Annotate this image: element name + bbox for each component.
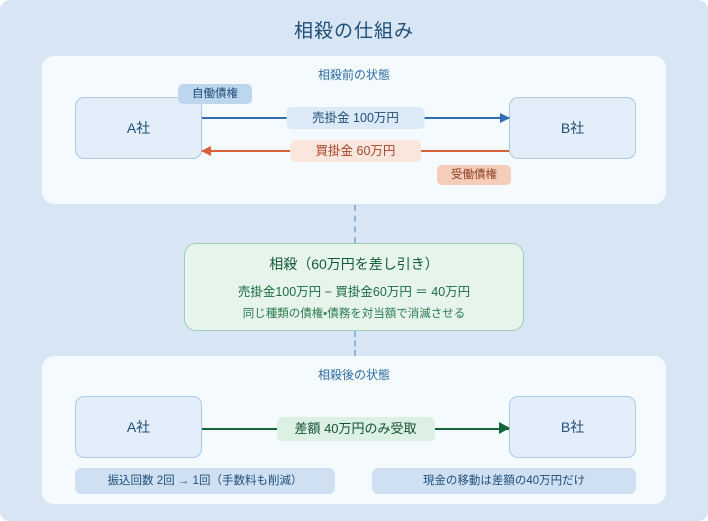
note-chip-cash: 現金の移動は差額の40万円だけ: [372, 468, 636, 494]
note-chip-transfers: 振込回数 2回 → 1回（手数料も削減）: [75, 468, 335, 494]
panel-before-heading: 相殺前の状態: [317, 68, 390, 82]
company-a-before-label: A社: [126, 120, 151, 136]
company-b-after-label: B社: [560, 419, 585, 435]
company-box-a-after: A社: [75, 396, 202, 458]
dashed-connector-bottom: [354, 331, 356, 356]
flow-net-settlement: 差額 40万円のみ受取: [202, 417, 510, 441]
arrow-left-icon-payable: [201, 146, 211, 156]
panel-after-offset: 相殺後の状態 A社 B社 差額 40万円のみ受取 振込回数 2回 → 1回（手数…: [42, 356, 666, 504]
flow-net-label: 差額 40万円のみ受取: [276, 417, 435, 441]
company-box-b-before: B社: [509, 97, 636, 159]
badge-active-claim: 自働債権: [178, 84, 252, 104]
flow-payable: 買掛金 60万円: [201, 140, 509, 162]
offset-formula: 売掛金100万円 − 買掛金60万円 ＝ 40万円: [237, 284, 471, 299]
company-box-a-before: A社: [75, 97, 202, 159]
badge-passive-claim: 受働債権: [437, 165, 511, 185]
flow-payable-label: 買掛金 60万円: [289, 140, 422, 162]
flow-receivable: 売掛金 100万円: [202, 107, 510, 129]
company-box-b-after: B社: [509, 396, 636, 458]
dashed-connector-top: [354, 205, 356, 243]
flow-receivable-label: 売掛金 100万円: [286, 107, 425, 129]
offset-title: 相殺（60万円を差し引き）: [269, 255, 439, 272]
arrow-right-icon-net: [499, 422, 510, 434]
panel-before-offset: 相殺前の状態 A社 B社 自働債権 受働債権 売掛金 100万円 買掛金 60万…: [42, 56, 666, 204]
company-b-before-label: B社: [560, 120, 585, 136]
offset-summary-box: 相殺（60万円を差し引き） 売掛金100万円 − 買掛金60万円 ＝ 40万円 …: [184, 243, 524, 331]
offset-note: 同じ種類の債権・債務を対当額で消滅させる: [242, 307, 466, 320]
page-title: 相殺の仕組み: [293, 21, 414, 42]
panel-after-heading: 相殺後の状態: [317, 368, 390, 382]
arrow-right-icon-receivable: [500, 113, 510, 123]
company-a-after-label: A社: [126, 419, 151, 435]
